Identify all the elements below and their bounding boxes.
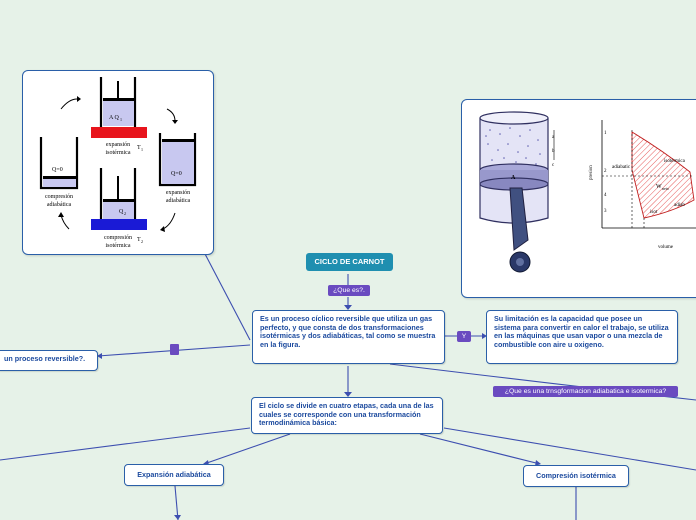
svg-text:adiab: adiab	[674, 203, 685, 208]
svg-text:T: T	[137, 145, 141, 151]
svg-text:volume: volume	[658, 245, 674, 250]
svg-text:neto: neto	[662, 186, 669, 191]
piston-pv-figure[interactable]: A a b c presion volume 1 2 4 3	[461, 99, 696, 298]
cycle-region	[631, 131, 695, 219]
svg-text:isot: isot	[650, 210, 658, 215]
svg-text:2: 2	[604, 169, 607, 174]
svg-text:3: 3	[604, 209, 607, 214]
link-expansion-down	[174, 485, 179, 520]
svg-text:compresión: compresión	[45, 194, 73, 200]
svg-text:2: 2	[124, 211, 126, 216]
reversible-question-node[interactable]: un proceso reversible?.	[0, 350, 98, 371]
svg-text:adiabatic: adiabatic	[612, 165, 631, 170]
tag-adiabatic-isothermal[interactable]: ¿Que es una trnsgformacion adiabatica e …	[493, 386, 678, 397]
svg-text:isotérmica: isotérmica	[106, 243, 131, 249]
svg-text:presion: presion	[589, 165, 594, 180]
carnot-cycle-figure[interactable]: A Q 1 expansión isotérmica T 1 Q=0 expan…	[22, 70, 214, 255]
svg-text:expansión: expansión	[166, 190, 190, 196]
isothermal-compression-node[interactable]: Compresión isotérmica	[523, 465, 629, 487]
limitation-node[interactable]: Su limitación es la capacidad que posee …	[486, 310, 678, 364]
svg-text:adiabática: adiabática	[47, 202, 72, 208]
link-stages-offscreen-left	[0, 427, 251, 461]
svg-text:T: T	[137, 237, 141, 243]
svg-text:a: a	[552, 135, 555, 140]
svg-text:A: A	[511, 175, 516, 181]
svg-text:1: 1	[141, 147, 143, 152]
stages-node[interactable]: El ciclo se divide en cuatro etapas, cad…	[251, 397, 443, 434]
link-stages-offscreen-right	[443, 427, 696, 471]
svg-text:Q: Q	[119, 209, 124, 215]
svg-text:Q=0: Q=0	[52, 167, 63, 173]
svg-text:1: 1	[604, 131, 607, 136]
piston-pv-illustration: A a b c presion volume 1 2 4 3	[479, 111, 696, 273]
svg-text:Q=0: Q=0	[171, 171, 182, 177]
collapsed-tag-marker	[170, 344, 179, 355]
svg-text:isotérmica: isotérmica	[664, 159, 686, 164]
svg-text:compresión: compresión	[104, 235, 132, 241]
cold-reservoir	[91, 219, 147, 230]
definition-node[interactable]: Es un proceso cíclico reversible que uti…	[252, 310, 445, 364]
svg-text:isotérmica: isotérmica	[106, 150, 131, 156]
carnot-cylinders-illustration: A Q 1 expansión isotérmica T 1 Q=0 expan…	[39, 77, 197, 249]
tag-what-is[interactable]: ¿Que es?.	[328, 285, 370, 296]
link-image-left	[203, 251, 251, 341]
svg-text:2: 2	[141, 239, 143, 244]
svg-text:c: c	[552, 163, 555, 168]
svg-text:expansión: expansión	[106, 142, 130, 148]
svg-text:4: 4	[604, 193, 607, 198]
hot-reservoir	[91, 127, 147, 138]
svg-text:adiabática: adiabática	[166, 198, 191, 204]
svg-text:W: W	[656, 184, 662, 190]
link-stages-expansion	[203, 433, 291, 465]
tag-y[interactable]: Y	[457, 331, 471, 342]
svg-text:1: 1	[120, 117, 122, 122]
svg-text:A Q: A Q	[109, 115, 120, 121]
svg-text:b: b	[552, 149, 555, 154]
root-topic[interactable]: CICLO DE CARNOT	[306, 253, 393, 271]
adiabatic-expansion-node[interactable]: Expansión adiabática	[124, 464, 224, 486]
link-stages-compression	[419, 433, 541, 465]
